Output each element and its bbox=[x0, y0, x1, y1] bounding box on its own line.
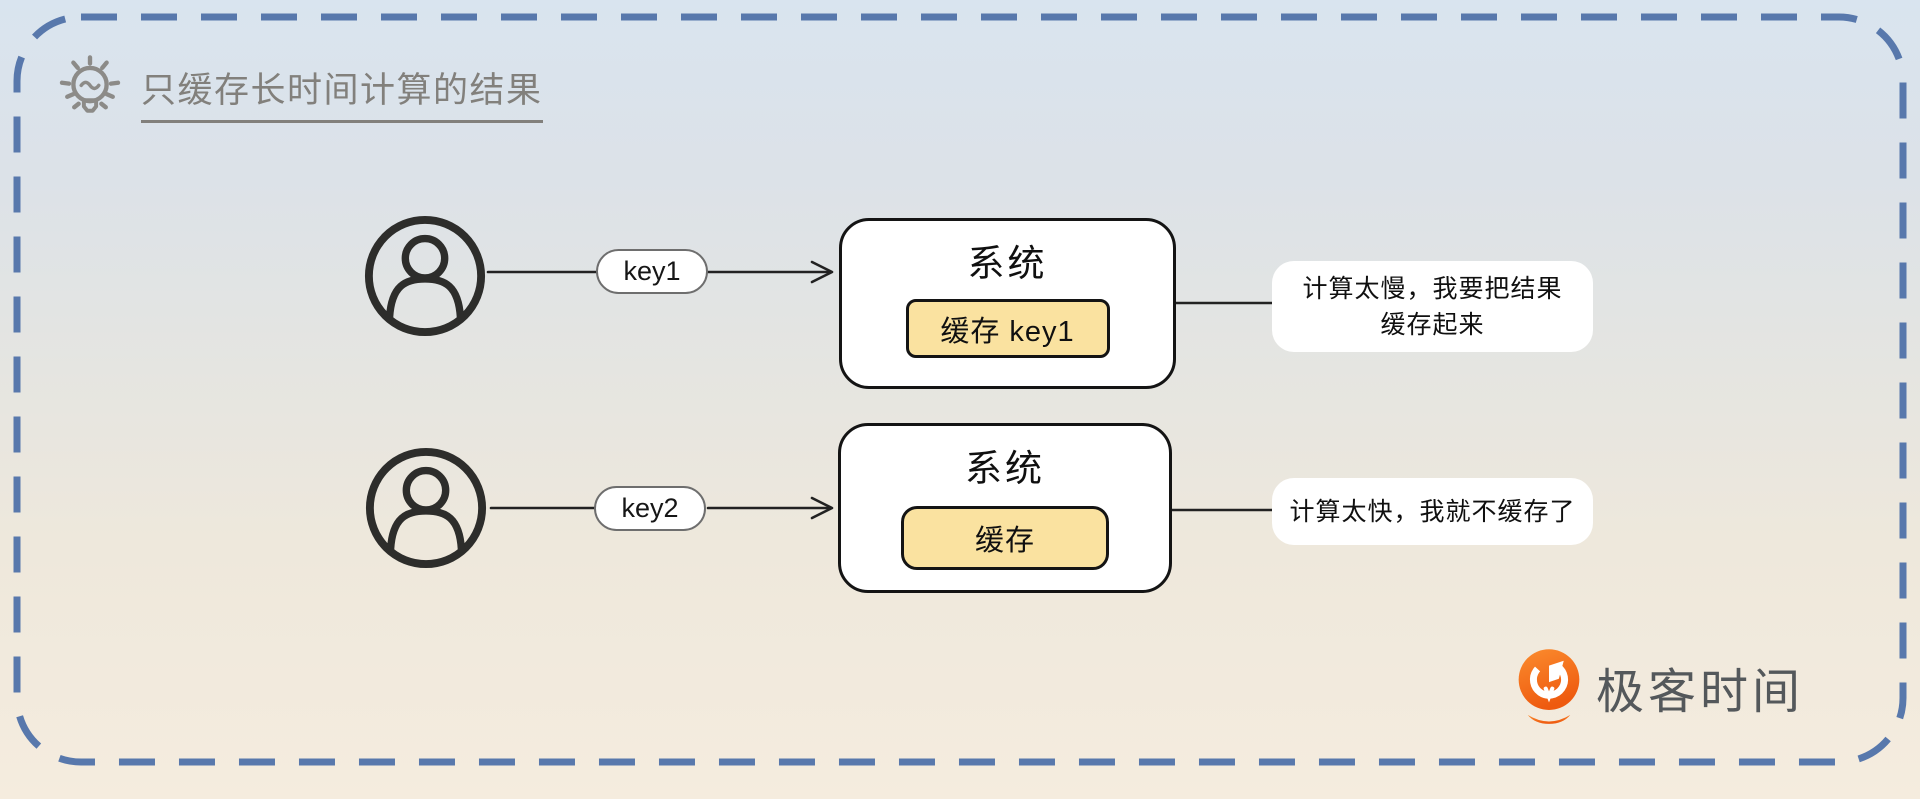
system2-title: 系统 bbox=[965, 448, 1045, 489]
cache-box-key1: 缓存 key1 bbox=[905, 299, 1110, 358]
key1-label: key1 bbox=[623, 256, 681, 286]
system-box-1: 系统 缓存 key1 bbox=[839, 218, 1176, 389]
system-box-2: 系统 缓存 bbox=[838, 423, 1172, 593]
cache-box-plain: 缓存 bbox=[901, 506, 1109, 570]
geektime-logo-icon bbox=[1518, 649, 1580, 724]
system1-title: 系统 bbox=[967, 243, 1048, 284]
lightbulb-icon bbox=[59, 55, 121, 113]
arrow-key1-to-system1 bbox=[706, 260, 834, 284]
brand-logo-lockup: 极客时间 bbox=[1516, 646, 1804, 728]
bubble2-line1: 计算太快，我就不缓存了 bbox=[1289, 497, 1576, 526]
bubble1-line2: 缓存起来 bbox=[1380, 310, 1485, 339]
key1-label-pill: key1 bbox=[596, 249, 708, 294]
user-icon bbox=[364, 215, 486, 337]
user-icon bbox=[365, 447, 487, 569]
brand-name: 极客时间 bbox=[1596, 666, 1805, 719]
speech-bubble-1: 计算太慢，我要把结果 缓存起来 bbox=[1272, 261, 1593, 352]
key2-label: key2 bbox=[621, 493, 679, 523]
speech-bubble-2: 计算太快，我就不缓存了 bbox=[1272, 478, 1593, 545]
arrow-key2-to-system2 bbox=[706, 496, 834, 520]
key2-label-pill: key2 bbox=[594, 486, 706, 531]
bubble1-line1: 计算太慢，我要把结果 bbox=[1302, 274, 1563, 303]
hint-title: 只缓存长时间计算的结果 bbox=[141, 62, 543, 123]
